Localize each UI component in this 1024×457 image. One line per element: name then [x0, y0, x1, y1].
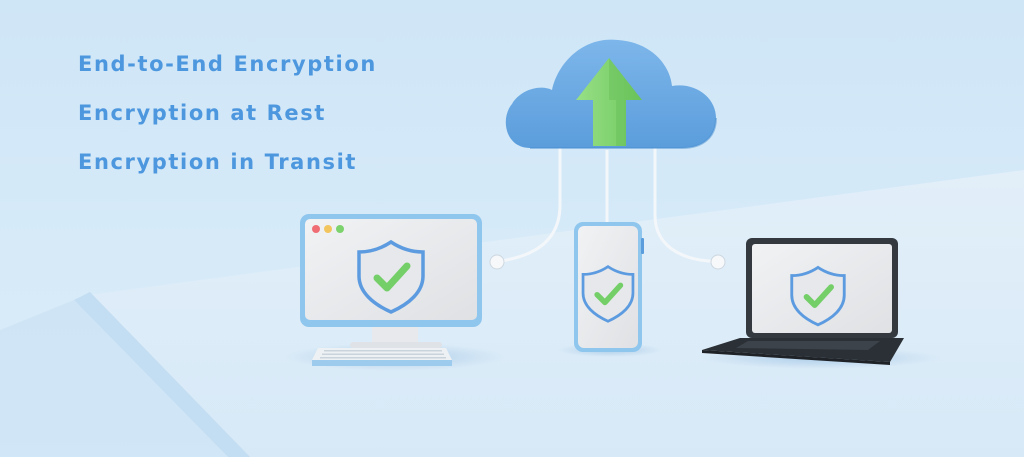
headline-encryption-at-rest: Encryption at Rest: [78, 101, 327, 125]
connection-cables: [497, 148, 718, 264]
keyboard-icon: [312, 348, 452, 366]
cable-node-left: [489, 254, 505, 270]
headline-end-to-end-encryption: End-to-End Encryption: [78, 52, 377, 76]
cable-node-right: [710, 254, 726, 270]
headline-encryption-in-transit: Encryption in Transit: [78, 150, 358, 174]
upload-arrow-icon: [576, 58, 642, 146]
